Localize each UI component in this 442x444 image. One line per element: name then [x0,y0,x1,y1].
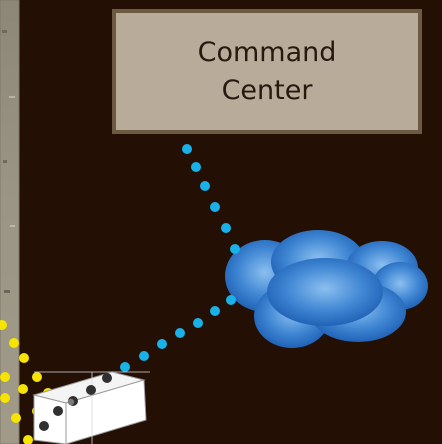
command-center-label-line1: Command [198,34,337,72]
device-box [34,372,150,444]
command-center-box: Command Center [112,9,422,134]
link-cloud-to-device [120,295,236,372]
command-center-label-line2: Center [222,72,313,110]
network-cloud [225,230,428,348]
link-command-to-cloud [182,144,240,254]
